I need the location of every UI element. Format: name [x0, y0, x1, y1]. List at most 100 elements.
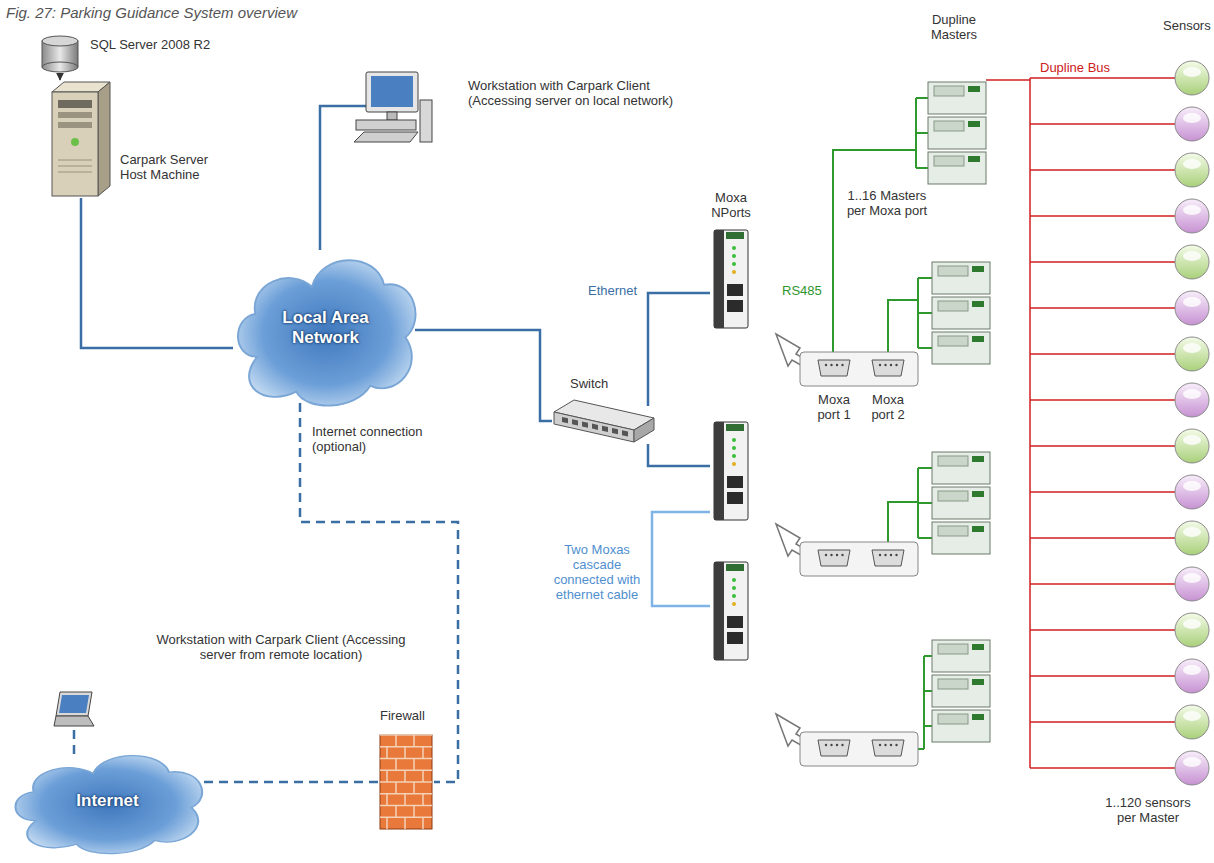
sensor-highlight [1183, 343, 1201, 353]
port-label: Moxa port 2 [866, 392, 910, 422]
pin [836, 554, 838, 556]
network-link [300, 403, 458, 782]
pin [895, 744, 897, 746]
pin [825, 364, 827, 366]
pin [836, 364, 838, 366]
sensor-highlight [1183, 67, 1201, 77]
note-text: Two Moxas cascade connected with etherne… [548, 542, 646, 602]
sensor [1175, 567, 1209, 601]
icon-part [395, 806, 397, 818]
dupline-bus [1030, 399, 1175, 401]
icon-part [380, 805, 432, 807]
icon-part [634, 418, 654, 442]
dupline-master [932, 522, 990, 554]
icon-part [732, 438, 736, 442]
icon-part [58, 100, 92, 108]
sensor-highlight [1183, 435, 1201, 445]
icon-part [71, 138, 79, 146]
moxa-nport-shape [710, 228, 752, 330]
dupline-bus [1030, 491, 1175, 493]
port-label: Moxa port 1 [812, 392, 856, 422]
icon-part [413, 806, 415, 818]
icon-part [395, 759, 397, 771]
dupline-master [932, 640, 990, 672]
rs485-wire [924, 690, 932, 692]
pin [836, 744, 838, 746]
sensor-highlight [1183, 205, 1201, 215]
pin [841, 744, 843, 746]
dupline-bus [1029, 78, 1031, 768]
master-led [968, 156, 980, 162]
sensor [1175, 245, 1209, 279]
icon-part [602, 426, 608, 432]
group-label: Dupline Masters [922, 12, 986, 42]
icon-part [732, 454, 736, 458]
icon-part [714, 422, 724, 520]
workstation-icon: Workstation with Carpark Client (Accessi… [352, 70, 434, 145]
icon-part [58, 122, 92, 128]
icon-part [395, 735, 397, 747]
sensor-highlight [1183, 573, 1201, 583]
icon-part [238, 260, 416, 405]
icon-part [404, 770, 406, 782]
sensor [1175, 475, 1209, 509]
icon-part [380, 770, 432, 772]
master-panel [934, 86, 964, 96]
master-led [972, 301, 984, 307]
master-panel [934, 156, 964, 166]
rs485-wire [916, 97, 928, 99]
icon-part [732, 270, 736, 274]
node-label: Workstation with Carpark Client (Accessi… [468, 78, 692, 108]
dupline-bus [1030, 537, 1175, 539]
sensor [1175, 751, 1209, 785]
rs485-wire [923, 656, 925, 749]
icon-part [726, 232, 744, 239]
icon-part [422, 794, 424, 806]
pin [884, 364, 886, 366]
pin [825, 744, 827, 746]
sensor-highlight [1183, 527, 1201, 537]
lan-cloud: Local Area Network [228, 240, 423, 415]
moxa-nport [714, 422, 748, 520]
icon-part [58, 112, 92, 118]
firewall-icon: Firewall [378, 733, 434, 831]
node-label: Firewall [380, 708, 425, 723]
icon-part [554, 412, 634, 442]
icon-part [58, 166, 92, 167]
node-label: SQL Server 2008 R2 [90, 37, 210, 52]
rs485-wire [918, 537, 932, 539]
dupline-bus [1030, 721, 1175, 723]
master-panel [938, 266, 968, 276]
moxa-nport: Moxa NPorts [710, 228, 752, 330]
icon-part [413, 735, 415, 747]
db9-port [872, 740, 904, 756]
icon-part [404, 747, 406, 759]
master-panel [938, 336, 968, 346]
lan-cloud-shape [228, 240, 423, 415]
dupline-master [928, 82, 986, 114]
dupline-master [932, 710, 990, 742]
node-label: Workstation with Carpark Client (Accessi… [156, 632, 406, 662]
master-panel [938, 714, 968, 724]
master-led [968, 121, 980, 127]
icon-part [404, 817, 406, 829]
sensor [1175, 199, 1209, 233]
dupline-bus [1030, 353, 1175, 355]
master-panel [938, 644, 968, 654]
note-text: 1..16 Masters per Moxa port [840, 188, 934, 218]
pin [884, 744, 886, 746]
note-text: 1..120 sensors per Master [1098, 795, 1198, 825]
sensor-highlight [1183, 113, 1201, 123]
icon-part [58, 172, 92, 173]
network-link [59, 73, 61, 80]
master-led [972, 491, 984, 497]
master-panel [938, 491, 968, 501]
pin [830, 744, 832, 746]
sensor [1175, 521, 1209, 555]
dupline-bus [1030, 445, 1175, 447]
dupline-bus [1030, 767, 1175, 769]
dupline-master [932, 452, 990, 484]
network-link [81, 198, 233, 348]
network-link [200, 781, 378, 784]
sensor [1175, 383, 1209, 417]
